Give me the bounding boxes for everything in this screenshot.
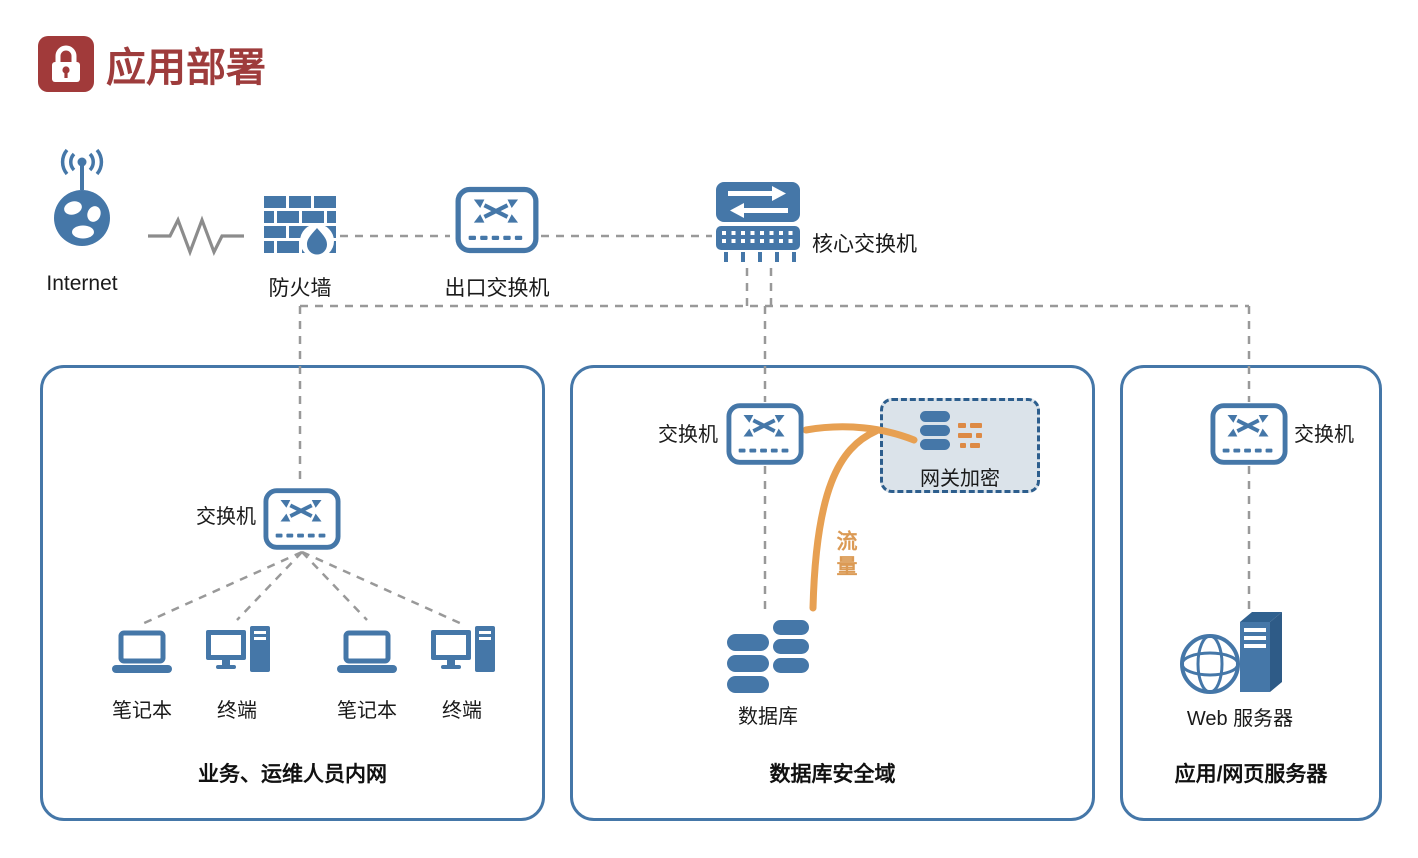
terminal-label: 终端 [442, 700, 482, 722]
internet-firewall-signal-link [148, 215, 244, 257]
webserver-zone-caption: 应用/网页服务器 [1174, 763, 1328, 786]
terminal-label: 终端 [217, 700, 257, 722]
exit-switch-icon [455, 185, 539, 255]
database-zone-caption: 数据库安全域 [769, 763, 896, 786]
terminal-icon [429, 624, 497, 678]
firewall-icon [262, 194, 338, 260]
database-switch-label: 交换机 [658, 424, 718, 446]
page-title: 应用部署 [106, 46, 266, 90]
lock-icon [38, 36, 94, 92]
core-switch-label: 核心交换机 [812, 233, 917, 256]
web-server-label: Web 服务器 [1186, 708, 1294, 730]
gateway-encryption-label: 网关加密 [920, 468, 1000, 490]
web-server-icon [1176, 608, 1296, 696]
exit-switch-label: 出口交换机 [444, 277, 550, 300]
database-label: 数据库 [738, 706, 798, 728]
traffic-label: 流量 [834, 530, 857, 580]
laptop-label: 笔记本 [337, 700, 397, 722]
webserver-zone-box [1120, 365, 1382, 821]
core-switch-icon [714, 180, 802, 266]
laptop-icon [110, 630, 174, 676]
laptop-icon [335, 630, 399, 676]
database-icon [725, 616, 811, 696]
webserver-switch-label: 交换机 [1294, 424, 1354, 446]
database-switch-icon [726, 402, 804, 466]
laptop-label: 笔记本 [112, 700, 172, 722]
firewall-label: 防火墙 [268, 277, 332, 300]
intranet-zone-box [40, 365, 545, 821]
internet-globe-icon [36, 148, 128, 250]
intranet-zone-caption: 业务、运维人员内网 [198, 763, 387, 786]
webserver-switch-icon [1210, 402, 1288, 466]
intranet-switch-icon [263, 487, 341, 551]
internet-label: Internet [46, 272, 118, 295]
gateway-encryption-icon [918, 408, 990, 454]
intranet-switch-label: 交换机 [196, 506, 256, 528]
terminal-icon [204, 624, 272, 678]
